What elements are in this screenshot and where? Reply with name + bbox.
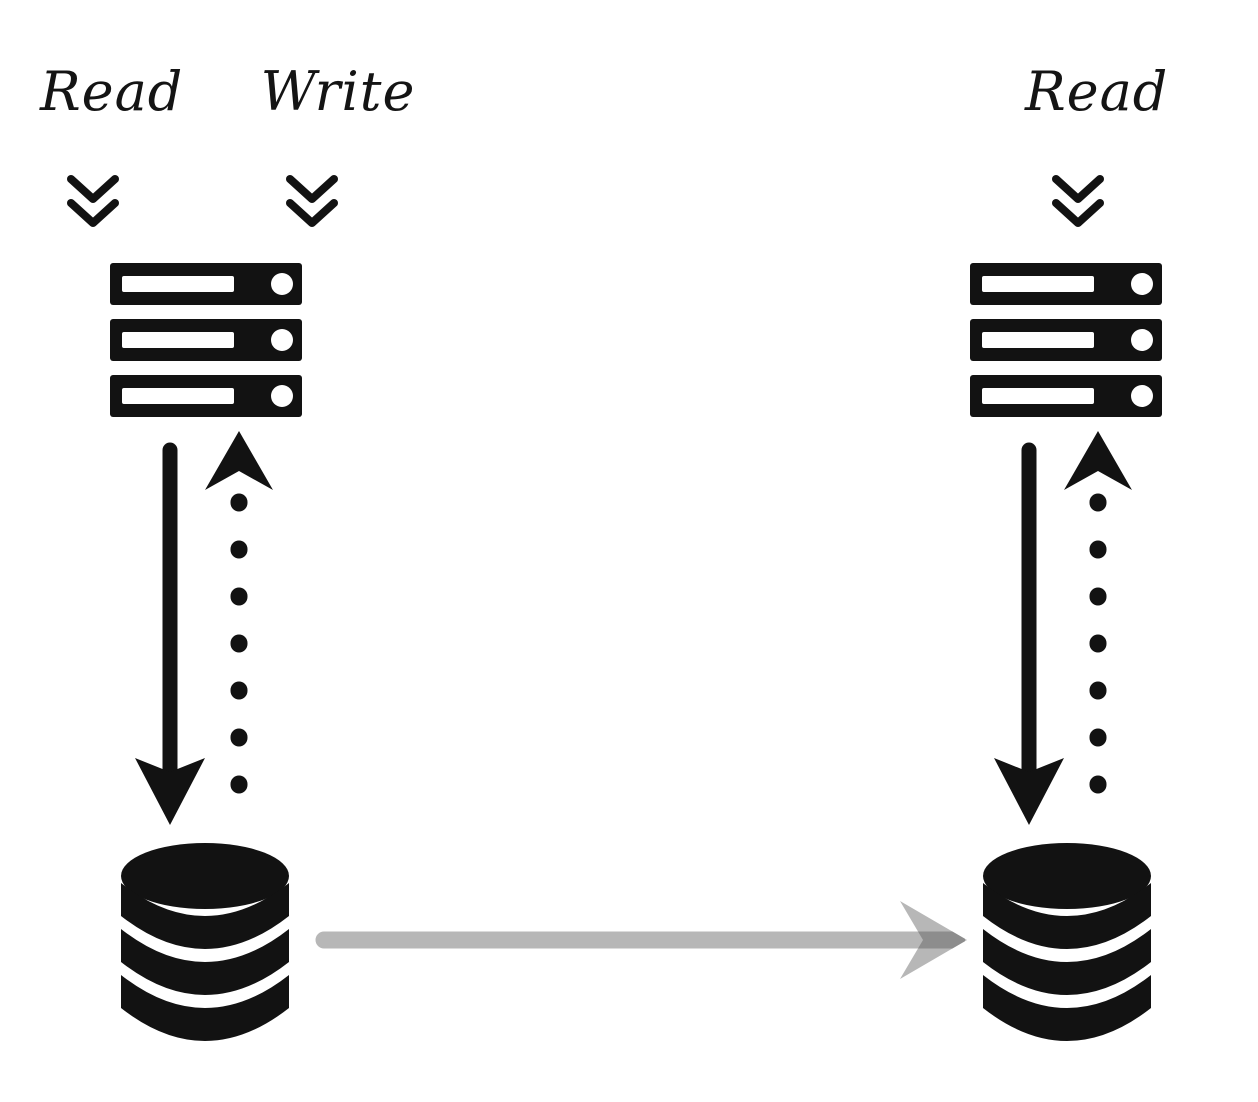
server-slot	[982, 388, 1094, 404]
server-slot	[122, 332, 234, 348]
double-chevron-down-icon	[285, 172, 339, 228]
solid-down-arrowhead	[994, 758, 1064, 825]
server-led	[271, 273, 293, 295]
server-unit	[110, 375, 302, 417]
server-unit	[970, 319, 1162, 361]
dotted-up-arrowhead	[1064, 431, 1132, 490]
replication-arrow	[315, 893, 980, 993]
leader-database-cylinder-icon	[120, 843, 290, 1043]
server-slot	[982, 332, 1094, 348]
server-slot	[122, 388, 234, 404]
server-led	[271, 329, 293, 351]
double-chevron-down-icon	[66, 172, 120, 228]
server-unit	[110, 319, 302, 361]
follower-query-response-arrows	[988, 428, 1138, 828]
server-unit	[970, 375, 1162, 417]
dotted-up-arrowhead	[205, 431, 273, 490]
leader-write-label: Write	[260, 60, 416, 123]
server-led	[271, 385, 293, 407]
follower-server-stack-icon	[970, 263, 1162, 417]
leader-query-response-arrows	[128, 428, 278, 828]
leader-server-stack-icon	[110, 263, 302, 417]
server-led	[1131, 329, 1153, 351]
server-led	[1131, 385, 1153, 407]
server-slot	[982, 276, 1094, 292]
follower-read-label: Read	[1025, 60, 1169, 123]
server-unit	[970, 263, 1162, 305]
double-chevron-down-icon	[1051, 172, 1105, 228]
solid-down-arrowhead	[135, 758, 205, 825]
follower-database-cylinder-icon	[982, 843, 1152, 1043]
server-unit	[110, 263, 302, 305]
leader-read-label: Read	[40, 60, 184, 123]
server-slot	[122, 276, 234, 292]
server-led	[1131, 273, 1153, 295]
